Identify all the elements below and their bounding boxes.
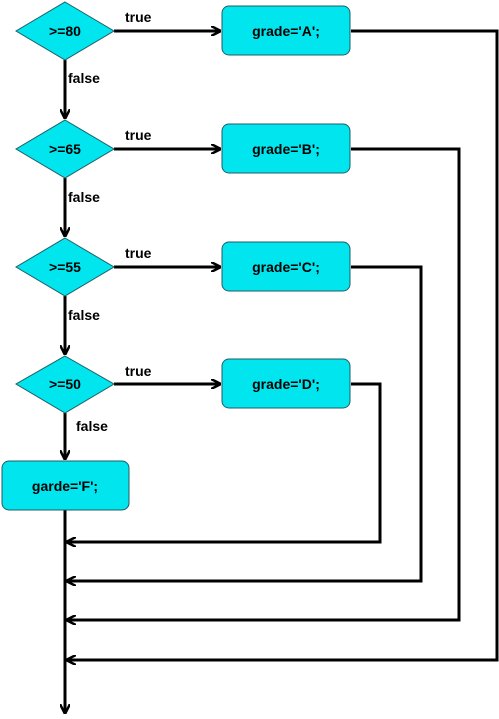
return-edge-c: [67, 265, 423, 581]
decision-label-4: >=50: [49, 376, 81, 392]
decision-label-1: >=80: [49, 23, 81, 39]
true-label-4: true: [125, 363, 152, 379]
true-label-2: true: [125, 127, 152, 143]
action-node-b: grade='B';: [221, 123, 351, 174]
action-node-d: grade='D';: [221, 358, 351, 409]
decision-node-4: >=50: [15, 355, 115, 414]
false-label-2: false: [68, 189, 100, 205]
decision-label-2: >=65: [49, 141, 81, 157]
decision-node-2: >=65: [15, 119, 115, 179]
return-edge-a: [67, 29, 499, 660]
fallback-node: garde='F';: [1, 460, 130, 511]
action-label-d: grade='D';: [252, 376, 320, 392]
false-label-1: false: [68, 70, 100, 86]
return-edge-d: [67, 382, 382, 542]
decision-node-3: >=55: [15, 237, 115, 297]
return-edge-b: [67, 147, 461, 620]
false-label-4: false: [76, 418, 108, 434]
false-label-3: false: [68, 307, 100, 323]
action-label-b: grade='B';: [252, 141, 320, 157]
action-node-c: grade='C';: [221, 241, 351, 292]
action-label-c: grade='C';: [252, 259, 320, 275]
action-label-a: grade='A';: [252, 23, 320, 39]
action-node-a: grade='A';: [221, 5, 351, 56]
true-label-1: true: [125, 9, 152, 25]
true-label-3: true: [125, 245, 152, 261]
decision-label-3: >=55: [49, 259, 81, 275]
decision-node-1: >=80: [15, 1, 115, 61]
fallback-label: garde='F';: [32, 478, 98, 494]
